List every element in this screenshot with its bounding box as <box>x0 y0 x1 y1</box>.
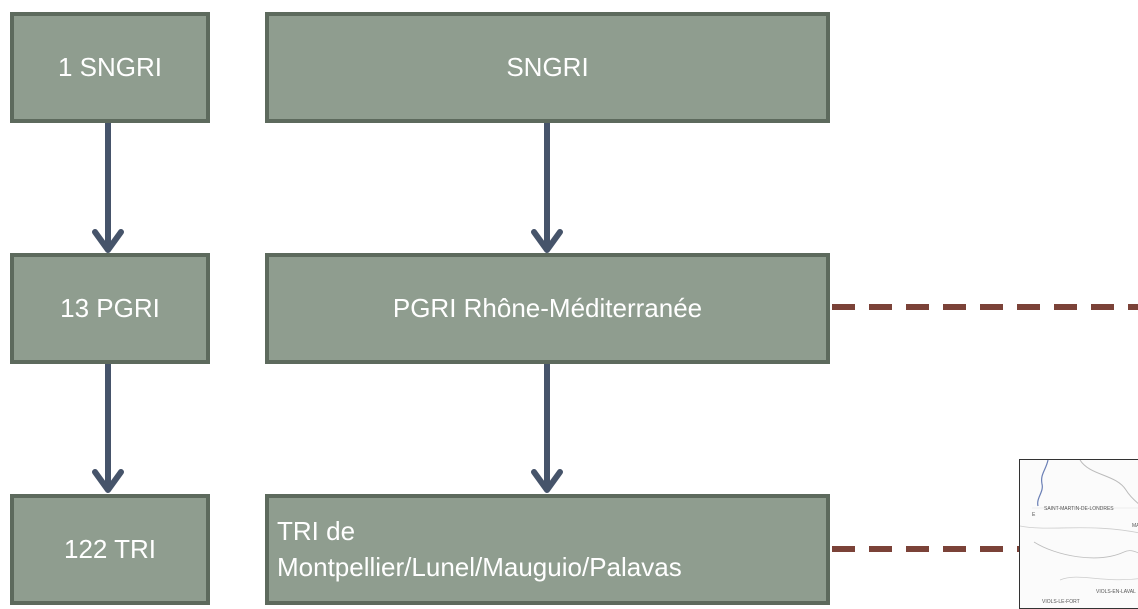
box-tri-line2: Montpellier/Lunel/Mauguio/Palavas <box>277 551 682 582</box>
map-lines <box>1020 460 1138 581</box>
box-122-tri: 122 TRI <box>10 494 210 605</box>
map-label-ma: MA <box>1132 523 1138 529</box>
box-1-sngri-label: 1 SNGRI <box>57 52 163 82</box>
map-label-e: E <box>1032 512 1036 518</box>
box-122-tri-label: 122 TRI <box>63 534 156 564</box>
box-13-pgri-label: 13 PGRI <box>60 293 160 323</box>
box-sngri: SNGRI <box>265 12 830 123</box>
arrow-right-1 <box>531 119 563 253</box>
box-tri-montpellier: TRI de Montpellier/Lunel/Mauguio/Palavas <box>265 494 830 605</box>
box-pgri-rhone-mediterranee: PGRI Rhône-Méditerranée <box>265 253 830 364</box>
territory-map-thumbnail: E SAINT-MARTIN-DE-LONDRES MA VIOLS-EN-LA… <box>1019 459 1138 609</box>
map-label-viols-le-fort: VIOLS-LE-FORT <box>1042 599 1080 605</box>
arrow-left-2 <box>92 359 124 493</box>
arrow-left-1 <box>92 119 124 253</box>
map-label-viols-en-laval: VIOLS-EN-LAVAL <box>1096 589 1136 595</box>
box-13-pgri: 13 PGRI <box>10 253 210 364</box>
box-sngri-label: SNGRI <box>506 52 589 82</box>
box-tri-line1: TRI de <box>277 515 356 546</box>
box-tri-text: TRI de Montpellier/Lunel/Mauguio/Palavas <box>277 514 682 586</box>
map-label-saint-martin: SAINT-MARTIN-DE-LONDRES <box>1044 506 1114 512</box>
box-1-sngri: 1 SNGRI <box>10 12 210 123</box>
arrow-right-2 <box>531 359 563 493</box>
box-pgri-label: PGRI Rhône-Méditerranée <box>392 293 703 323</box>
